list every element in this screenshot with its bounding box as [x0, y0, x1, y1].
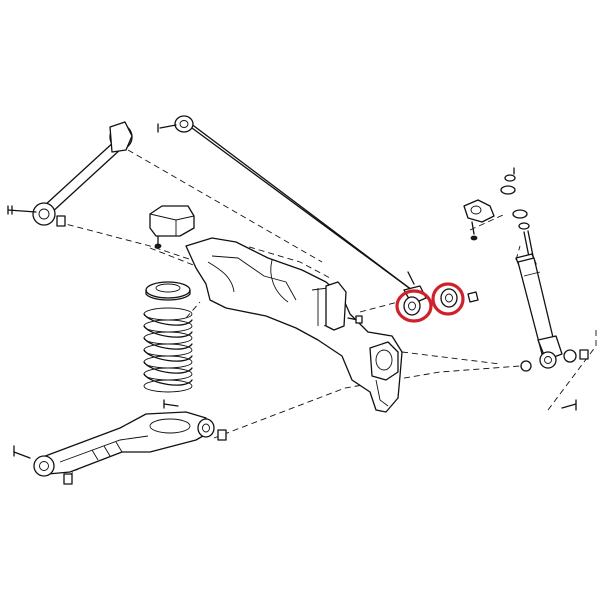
axle-beam	[185, 237, 403, 413]
rubber-bump-stopper	[149, 205, 195, 249]
bushing-left-highlight-ring	[395, 289, 433, 323]
lower-control-arm	[13, 399, 227, 485]
shock-mount-bracket	[463, 167, 530, 241]
shock-absorber	[515, 230, 589, 372]
spring-seat	[145, 281, 191, 301]
bushing-right-highlight-ring	[431, 282, 465, 316]
lower-shock-bolt	[561, 399, 577, 411]
upper-control-arm	[7, 121, 133, 227]
assembly-guide-lines	[57, 149, 597, 477]
coil-spring	[143, 307, 193, 393]
bushing-group	[395, 282, 479, 323]
